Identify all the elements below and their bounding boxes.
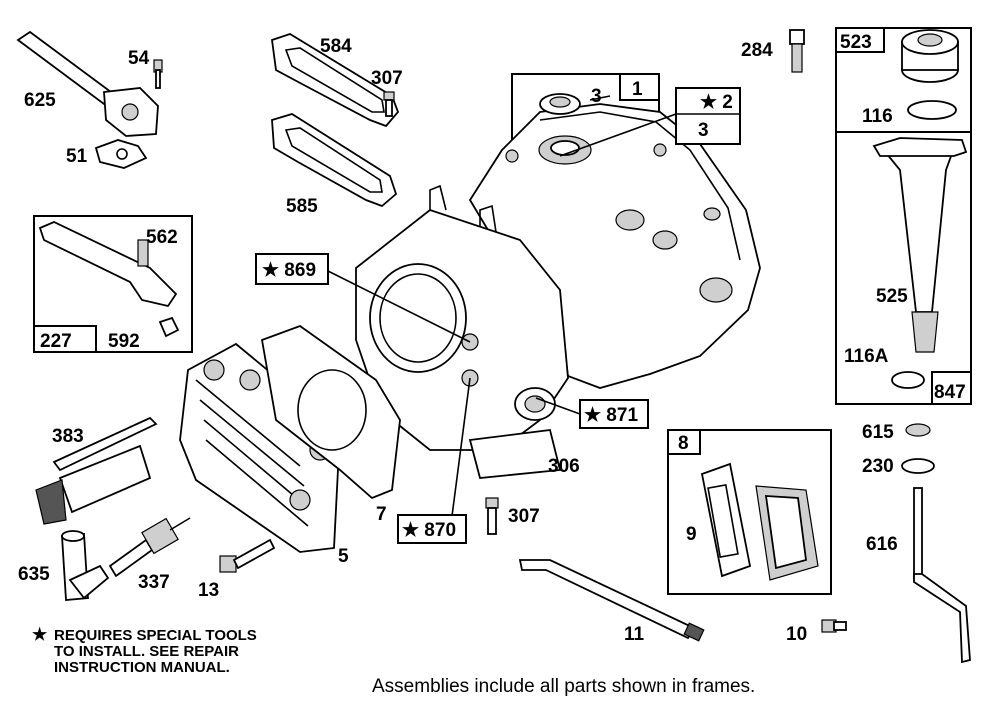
label-525: 525 bbox=[876, 286, 908, 307]
label-51: 51 bbox=[66, 146, 88, 167]
part-585-gasket bbox=[271, 113, 398, 208]
part-230-washer bbox=[901, 458, 935, 474]
box-847 bbox=[931, 371, 972, 405]
part-227-governor-arm bbox=[38, 221, 180, 338]
part-523-dipstick-cap bbox=[901, 29, 959, 83]
part-525-dipstick-tube bbox=[872, 137, 968, 353]
label-616: 616 bbox=[866, 534, 898, 555]
part-383-shaft bbox=[35, 416, 158, 525]
box-871 bbox=[579, 399, 649, 429]
label-116a: 116A bbox=[844, 346, 889, 367]
part-306-gasket bbox=[468, 429, 562, 479]
part-615-nut bbox=[905, 423, 931, 437]
label-847: 847 bbox=[934, 382, 966, 403]
part-10-screw bbox=[821, 619, 847, 633]
note-line-2: TO INSTALL. SEE REPAIR bbox=[54, 643, 240, 660]
part-284-plug bbox=[789, 29, 805, 73]
special-tools-note: ★ REQUIRES SPECIAL TOOLS TO INSTALL. SEE… bbox=[32, 625, 362, 676]
part-13-bolt bbox=[219, 538, 276, 573]
leader-869 bbox=[325, 269, 471, 343]
label-870: ★ 870 bbox=[402, 520, 456, 541]
label-1: 1 bbox=[632, 79, 643, 100]
part-51-gasket bbox=[94, 139, 148, 169]
label-227: 227 bbox=[40, 331, 72, 352]
box-870 bbox=[397, 514, 467, 544]
frame-227-governor bbox=[33, 215, 193, 353]
part-9-breather-gasket bbox=[700, 462, 752, 578]
part-cylinder-block bbox=[355, 103, 761, 451]
part-116-o-ring bbox=[907, 100, 957, 120]
label-8: 8 bbox=[678, 433, 689, 454]
label-306: 306 bbox=[548, 456, 580, 477]
part-616-lever bbox=[913, 487, 971, 664]
part-625-governor-shaft bbox=[16, 30, 159, 137]
leader-2 bbox=[559, 113, 677, 157]
star-icon: ★ bbox=[32, 625, 48, 644]
label-5: 5 bbox=[338, 546, 349, 567]
label-284: 284 bbox=[741, 40, 773, 61]
box-869 bbox=[255, 253, 329, 285]
box-8 bbox=[667, 429, 701, 455]
label-230: 230 bbox=[862, 456, 894, 477]
part-5-cylinder-head bbox=[179, 342, 341, 553]
label-13: 13 bbox=[198, 580, 219, 601]
box-2 bbox=[675, 87, 741, 145]
leader-870 bbox=[451, 377, 471, 517]
label-10: 10 bbox=[786, 624, 807, 645]
label-625: 625 bbox=[24, 90, 56, 111]
part-307-bolt-top bbox=[383, 91, 395, 117]
label-54: 54 bbox=[128, 48, 150, 69]
label-307-bottom: 307 bbox=[508, 506, 540, 527]
frame-8-breather bbox=[667, 429, 832, 595]
label-562: 562 bbox=[146, 227, 178, 248]
part-11-link-rod bbox=[518, 559, 705, 642]
note-line-3: INSTRUCTION MANUAL. bbox=[54, 659, 230, 676]
part-307-bolt-bottom bbox=[485, 497, 499, 535]
part-635-elbow bbox=[61, 530, 110, 601]
note-line-1: REQUIRES SPECIAL TOOLS bbox=[54, 627, 257, 644]
part-breather-cover bbox=[755, 485, 819, 581]
box-523 bbox=[835, 27, 885, 53]
part-116a-o-ring bbox=[891, 371, 925, 389]
label-3-seal: 3 bbox=[591, 86, 602, 107]
part-7-head-gasket bbox=[260, 324, 401, 500]
label-116: 116 bbox=[862, 106, 893, 127]
part-337-spark-plug bbox=[108, 517, 191, 578]
label-635: 635 bbox=[18, 564, 50, 585]
label-584: 584 bbox=[320, 36, 352, 57]
part-3-oil-seal bbox=[539, 93, 581, 115]
part-584-gasket bbox=[271, 33, 400, 128]
leader-871 bbox=[535, 397, 581, 415]
part-54-screw bbox=[153, 59, 163, 89]
assemblies-footer: Assemblies include all parts shown in fr… bbox=[372, 676, 756, 697]
label-585: 585 bbox=[286, 196, 318, 217]
label-869: ★ 869 bbox=[262, 260, 316, 281]
label-307-top: 307 bbox=[371, 68, 403, 89]
label-615: 615 bbox=[862, 422, 894, 443]
label-7: 7 bbox=[376, 504, 387, 525]
label-337: 337 bbox=[138, 572, 170, 593]
leader-3 bbox=[589, 95, 611, 101]
box-227 bbox=[33, 325, 97, 353]
label-3-box: 3 bbox=[698, 120, 709, 141]
label-592: 592 bbox=[108, 331, 140, 352]
label-2: ★ 2 bbox=[700, 92, 733, 113]
label-383: 383 bbox=[52, 426, 84, 447]
label-11: 11 bbox=[624, 624, 645, 645]
label-871: ★ 871 bbox=[584, 405, 638, 426]
label-9: 9 bbox=[686, 524, 697, 545]
label-523: 523 bbox=[840, 32, 872, 53]
box-1 bbox=[619, 73, 660, 101]
frame-523-cap bbox=[835, 27, 972, 133]
